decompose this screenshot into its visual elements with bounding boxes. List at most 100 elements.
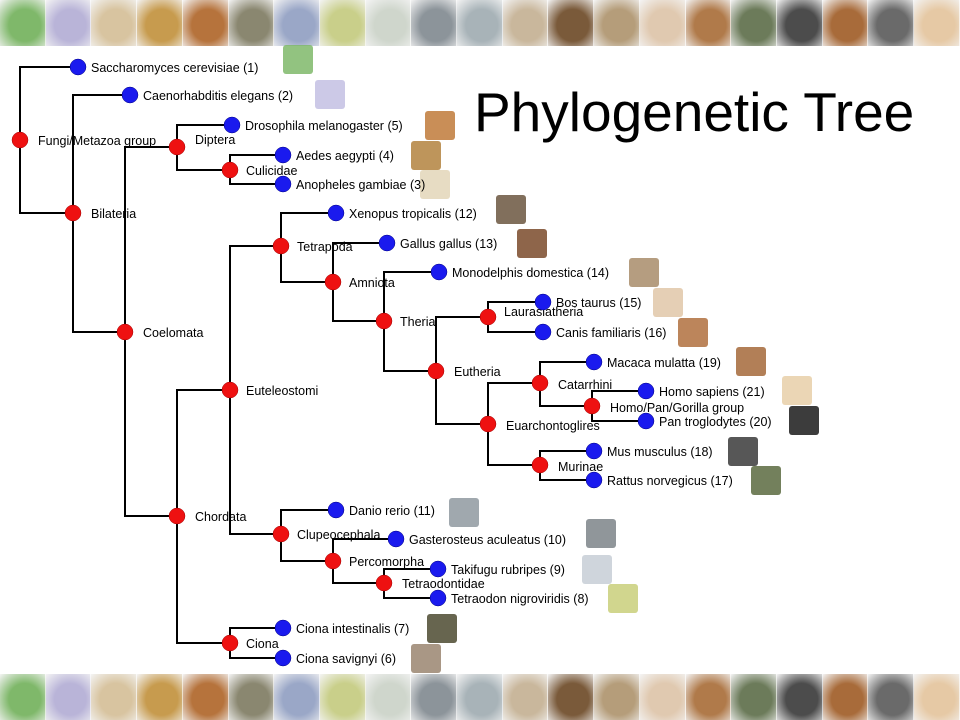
macaque-icon [736, 347, 766, 376]
clade-label-tetraodontidae: Tetraodontidae [402, 577, 485, 591]
clade-label-clupeocephala: Clupeocephala [297, 528, 380, 542]
clade-label-eutheria: Eutheria [454, 365, 501, 379]
sea-squirt-icon [427, 614, 457, 643]
chimpanzee-icon [789, 406, 819, 435]
rat-icon [751, 466, 781, 495]
sea-squirt-2-icon [274, 0, 320, 46]
species-label-ggal: Gallus gallus (13) [400, 237, 497, 251]
internal-node-culicidae [221, 161, 239, 179]
sea-squirt-icon [228, 674, 275, 720]
sea-squirt-icon [411, 644, 441, 673]
tree-edge-laurasiatheria-cfam [487, 317, 543, 333]
clade-label-culicidae: Culicidae [246, 164, 297, 178]
tree-edge-amniota-theria [332, 282, 384, 322]
tree-edge-clupeocephala-percomorpha [280, 534, 333, 562]
internal-node-diptera [168, 138, 186, 156]
vitruvian-man-icon [914, 674, 960, 720]
vitruvian-man-icon [782, 376, 812, 405]
internal-node-murinae [531, 456, 549, 474]
nematode-icon [45, 0, 92, 46]
tree-edge-coelomata-diptera [124, 146, 177, 332]
page-title: Phylogenetic Tree [474, 81, 915, 143]
dog-icon [678, 318, 708, 347]
internal-node-eutheria [427, 362, 445, 380]
mouse-icon [728, 437, 758, 466]
internal-node-clupeocephala [272, 525, 290, 543]
clade-label-theria: Theria [400, 315, 435, 329]
mouse-icon [776, 0, 823, 46]
zebrafish-icon [457, 674, 503, 720]
leaf-node-hsap [637, 382, 655, 400]
mouse-icon [776, 674, 823, 720]
leaf-node-xtro [327, 204, 345, 222]
pufferfish-2-icon [365, 0, 412, 46]
leaf-node-aaeg [274, 146, 292, 164]
clade-label-euarchontoglires: Euarchontoglires [506, 419, 600, 433]
internal-node-fungi [11, 131, 29, 149]
species-label-csav: Ciona savignyi (6) [296, 652, 396, 666]
internal-node-euteleostomi [221, 381, 239, 399]
mosquito-icon [411, 141, 441, 170]
tree-edge-diptera-culicidae [176, 147, 230, 171]
leaf-node-cele [121, 86, 139, 104]
internal-node-ciona [221, 634, 239, 652]
species-label-cint: Ciona intestinalis (7) [296, 622, 409, 636]
fruit-fly-2-icon [182, 674, 229, 720]
stickleback-icon [411, 674, 458, 720]
species-label-aaeg: Aedes aegypti (4) [296, 149, 394, 163]
pufferfish-icon [608, 584, 638, 613]
tree-edge-chordata-ciona [176, 516, 230, 644]
internal-node-tetrapoda [272, 237, 290, 255]
species-label-cele: Caenorhabditis elegans (2) [143, 89, 293, 103]
dog-icon [685, 674, 732, 720]
chicken-icon [517, 229, 547, 258]
leaf-node-gacu [387, 530, 405, 548]
mosquito-icon [91, 674, 138, 720]
tree-edge-theria-eutheria [383, 321, 436, 372]
tree-edge-eutheria-euarchontoglires [435, 371, 488, 425]
clade-label-percomorpha: Percomorpha [349, 555, 424, 569]
pufferfish-2-icon [365, 674, 412, 720]
yeast-cell-icon [0, 674, 46, 720]
internal-node-theria [375, 312, 393, 330]
zebrafish-icon [449, 498, 479, 527]
cow-icon [639, 674, 686, 720]
species-label-trub: Takifugu rubripes (9) [451, 563, 565, 577]
leaf-node-btau [534, 293, 552, 311]
leaf-node-ptro [637, 412, 655, 430]
leaf-node-ggal [378, 234, 396, 252]
tree-edge-euarchontoglires-murinae [487, 424, 540, 466]
species-label-rnor: Rattus norvegicus (17) [607, 474, 733, 488]
internal-node-tetraodontidae [375, 574, 393, 592]
tree-edge-bilateria-cele [72, 94, 130, 213]
vitruvian-man-icon [914, 0, 960, 46]
tree-edge-fungi-bilateria [19, 140, 73, 214]
leaf-node-agam [274, 175, 292, 193]
tree-edge-eutheria-laurasiatheria [435, 316, 488, 371]
chimpanzee-icon [868, 0, 915, 46]
fruit-fly-icon [425, 111, 455, 140]
top-thumbnail-strip [0, 0, 960, 46]
stickleback-icon [411, 0, 458, 46]
tree-edge-tetrapoda-amniota [280, 246, 333, 283]
opossum-icon [594, 0, 640, 46]
opossum-icon [594, 674, 640, 720]
nematode-icon [45, 674, 92, 720]
leaf-node-cfam [534, 323, 552, 341]
species-label-tnig: Tetraodon nigroviridis (8) [451, 592, 589, 606]
clade-label-chordata: Chordata [195, 510, 246, 524]
tree-edge-chordata-euteleostomi [176, 389, 230, 516]
species-label-ptro: Pan troglodytes (20) [659, 415, 772, 429]
mosquito-icon [420, 170, 450, 199]
fruit-fly-icon [137, 674, 183, 720]
internal-node-homopangorilla [583, 397, 601, 415]
zebrafish-icon [457, 0, 503, 46]
species-label-dmel: Drosophila melanogaster (5) [245, 119, 403, 133]
clade-label-laurasiatheria: Laurasiatheria [504, 305, 583, 319]
tree-edge-fungi-scer [19, 66, 78, 140]
yeast-cell-icon [283, 45, 313, 74]
species-label-btau: Bos taurus (15) [556, 296, 641, 310]
internal-node-percomorpha [324, 552, 342, 570]
tree-edge-coelomata-chordata [124, 332, 177, 517]
leaf-node-trub [429, 560, 447, 578]
